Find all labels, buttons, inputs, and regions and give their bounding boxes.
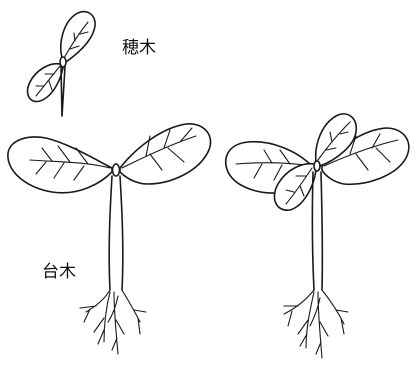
rootstock-growing-point xyxy=(113,164,120,176)
rootstock-roots xyxy=(80,290,146,354)
rootstock-seedling xyxy=(8,124,211,354)
scion-node xyxy=(60,57,66,67)
grafted-hypocotyl xyxy=(312,172,322,290)
rootstock-hypocotyl xyxy=(109,176,123,290)
grafted-roots xyxy=(284,290,348,358)
grafted-seedling xyxy=(226,114,409,358)
scion-label: 穂木 xyxy=(122,40,156,57)
scion-cut-stem xyxy=(61,67,65,116)
graft-union xyxy=(314,161,320,171)
scion-seedling xyxy=(28,12,95,116)
rootstock-label: 台木 xyxy=(42,264,76,281)
rootstock-right-cotyledon xyxy=(120,124,211,184)
